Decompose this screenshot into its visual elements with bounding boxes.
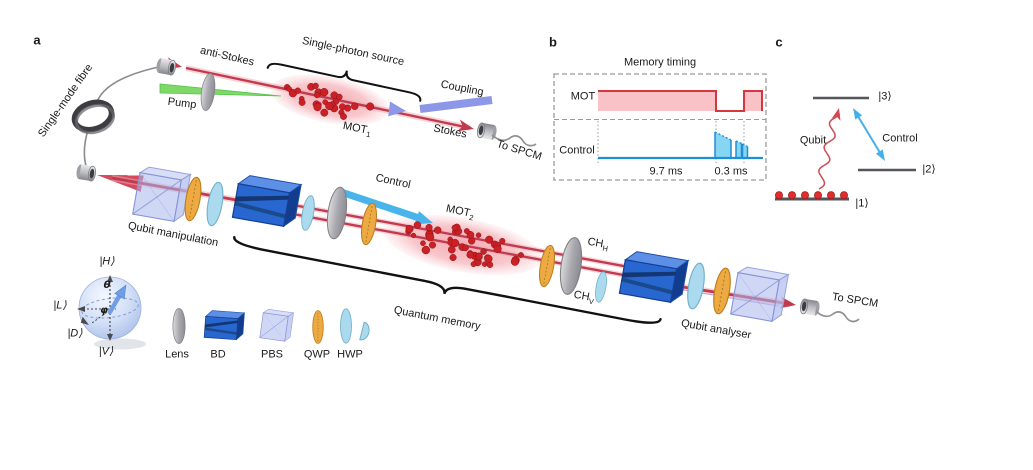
coupling-arrow — [388, 96, 493, 117]
qwp-2 — [358, 201, 380, 247]
level-3-label: |3⟩ — [878, 90, 892, 103]
legend-pbs-label: PBS — [260, 348, 284, 361]
control-arrow — [337, 188, 433, 225]
single-mode-fibre-line — [83, 65, 164, 167]
lens-1 — [323, 185, 351, 241]
bd-1 — [231, 173, 302, 229]
bd-2 — [618, 249, 689, 305]
control-double-arrow — [853, 108, 885, 161]
pump-beam — [159, 83, 282, 97]
fibre-coupler-antistokes — [154, 57, 178, 77]
legend-lens-label: Lens — [165, 348, 189, 361]
pbs-1 — [132, 165, 191, 224]
lens-ch — [556, 235, 586, 297]
hwp-2 — [298, 194, 318, 232]
qwp-4 — [710, 266, 734, 316]
legend-qwp-shape — [312, 310, 324, 344]
interval-2-label: 0.3 ms — [714, 165, 748, 178]
legend-lens-shape — [172, 307, 186, 345]
memory-timing-title: Memory timing — [623, 56, 697, 69]
bloch-v-label: |V⟩ — [98, 345, 114, 358]
legend-hwp-label: HWP — [337, 348, 363, 361]
legend-pbs-shape — [259, 308, 294, 343]
timing-control-label: Control — [559, 144, 595, 157]
legend-hwp-shape — [340, 308, 352, 344]
mot2-atoms — [405, 221, 524, 268]
level-2-label: |2⟩ — [922, 163, 936, 176]
panel-c-label: c — [775, 34, 783, 50]
level-1-atoms — [775, 191, 848, 200]
quantum-memory-brace — [233, 235, 662, 324]
single-photon-source-brace — [266, 62, 422, 102]
mot1-atoms — [283, 82, 375, 120]
control-trace — [598, 131, 763, 160]
qubit-wavy-arrow — [818, 113, 841, 190]
bloch-h-label: |H⟩ — [99, 255, 115, 268]
level-1-label: |1⟩ — [855, 197, 869, 210]
level-diagram-panel — [775, 96, 916, 201]
legend-bd-shape — [203, 309, 245, 341]
bloch-d-label: |D⟩ — [67, 327, 83, 340]
panel-a-label: a — [33, 32, 41, 48]
timing-mot-label: MOT — [570, 90, 596, 103]
fibre-coupler-analyser — [798, 297, 822, 317]
fibre-coil — [71, 99, 116, 135]
legend-bd-label: BD — [210, 348, 226, 361]
spcm-fibre-tail-right — [815, 310, 860, 323]
bloch-l-label: |L⟩ — [53, 299, 67, 312]
panel-b-label: b — [549, 34, 557, 50]
qubit-c-label: Qubit — [799, 134, 827, 147]
control-c-label: Control — [882, 132, 918, 145]
fibre-coupler-input — [74, 163, 98, 183]
pbs-2 — [730, 265, 789, 324]
bloch-phi-label: φ — [100, 305, 108, 316]
memory-timing-panel — [553, 73, 767, 181]
pump-lens — [198, 72, 218, 112]
legend-qwp-label: QWP — [303, 348, 331, 361]
hwp-4 — [684, 261, 708, 311]
hwp-1 — [203, 180, 227, 228]
hwp-3 — [593, 270, 609, 304]
spcm-fibre-tail-top — [491, 134, 537, 147]
mot-trace-line — [598, 90, 763, 112]
bloch-theta-label: θ — [103, 280, 111, 291]
interval-1-label: 9.7 ms — [649, 165, 683, 178]
legend-hwp-half-shape — [359, 321, 370, 341]
bloch-sphere — [77, 275, 146, 350]
mot-trace-fill — [598, 91, 762, 111]
